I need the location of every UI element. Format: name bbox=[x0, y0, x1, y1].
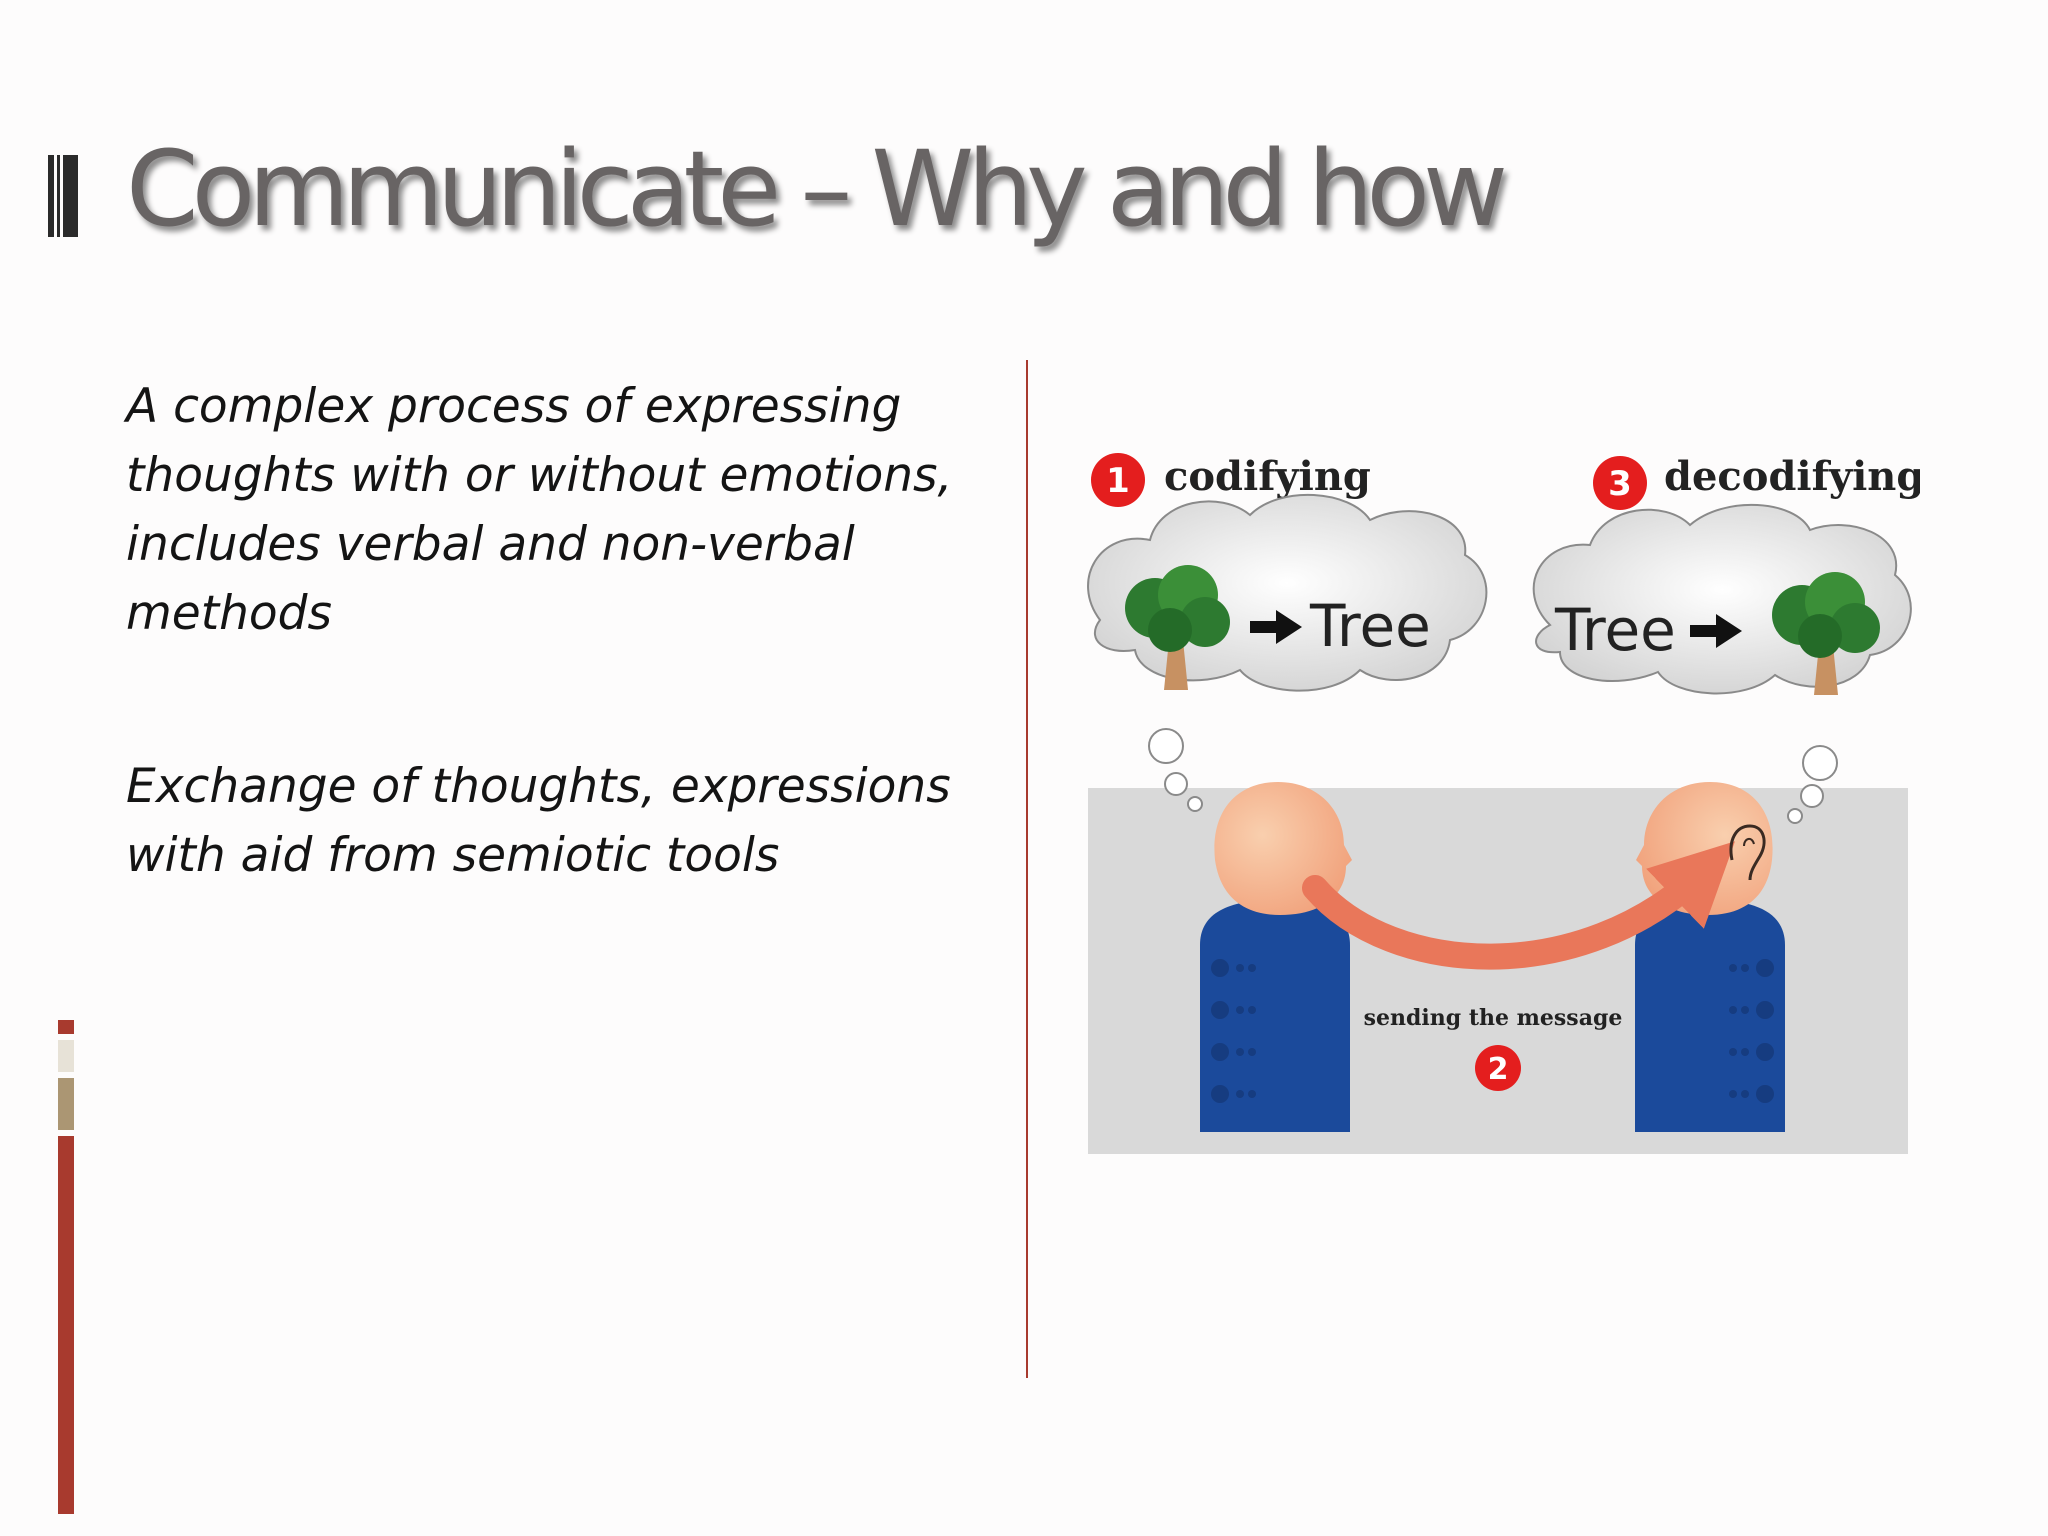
step-3-badge: 3 bbox=[1593, 456, 1647, 510]
step-1-label: codifying bbox=[1164, 453, 1371, 500]
step-1-number: 1 bbox=[1106, 461, 1130, 501]
step-1-badge: 1 bbox=[1091, 453, 1145, 507]
slide-title: Communicate – Why and how bbox=[126, 128, 1508, 250]
step-3-number: 3 bbox=[1608, 464, 1632, 504]
side-bar-tan bbox=[58, 1078, 74, 1130]
tree-icon bbox=[1772, 572, 1880, 695]
tree-icon bbox=[1125, 565, 1230, 690]
ear-icon bbox=[1729, 824, 1766, 881]
side-bar-beige bbox=[58, 1040, 74, 1072]
person-icon bbox=[1200, 782, 1352, 1132]
cloud-word-left: Tree bbox=[1309, 592, 1431, 660]
step-3-label: decodifying bbox=[1664, 453, 1920, 500]
arrow-right-icon bbox=[1250, 610, 1302, 644]
step-2-badge: 2 bbox=[1475, 1045, 1521, 1091]
side-bar-red-small bbox=[58, 1020, 74, 1034]
paragraph-definition: A complex process of expressing thoughts… bbox=[126, 379, 953, 641]
arrow-right-icon bbox=[1690, 614, 1742, 648]
step-2-label: sending the message bbox=[1364, 1005, 1623, 1031]
paragraph-exchange: Exchange of thoughts, expressions with a… bbox=[126, 759, 951, 883]
message-arrow bbox=[1302, 841, 1736, 970]
side-bar-red-long bbox=[58, 1136, 74, 1514]
step-2-number: 2 bbox=[1488, 1052, 1509, 1087]
communication-diagram-svg: 1 codifying 3 decodifying bbox=[1087, 453, 1920, 1154]
column-divider bbox=[1026, 360, 1028, 1378]
cloud-word-right: Tree bbox=[1554, 596, 1676, 664]
communication-diagram: 1 codifying 3 decodifying bbox=[1060, 390, 1920, 1190]
title-bullet-mark bbox=[48, 155, 78, 237]
